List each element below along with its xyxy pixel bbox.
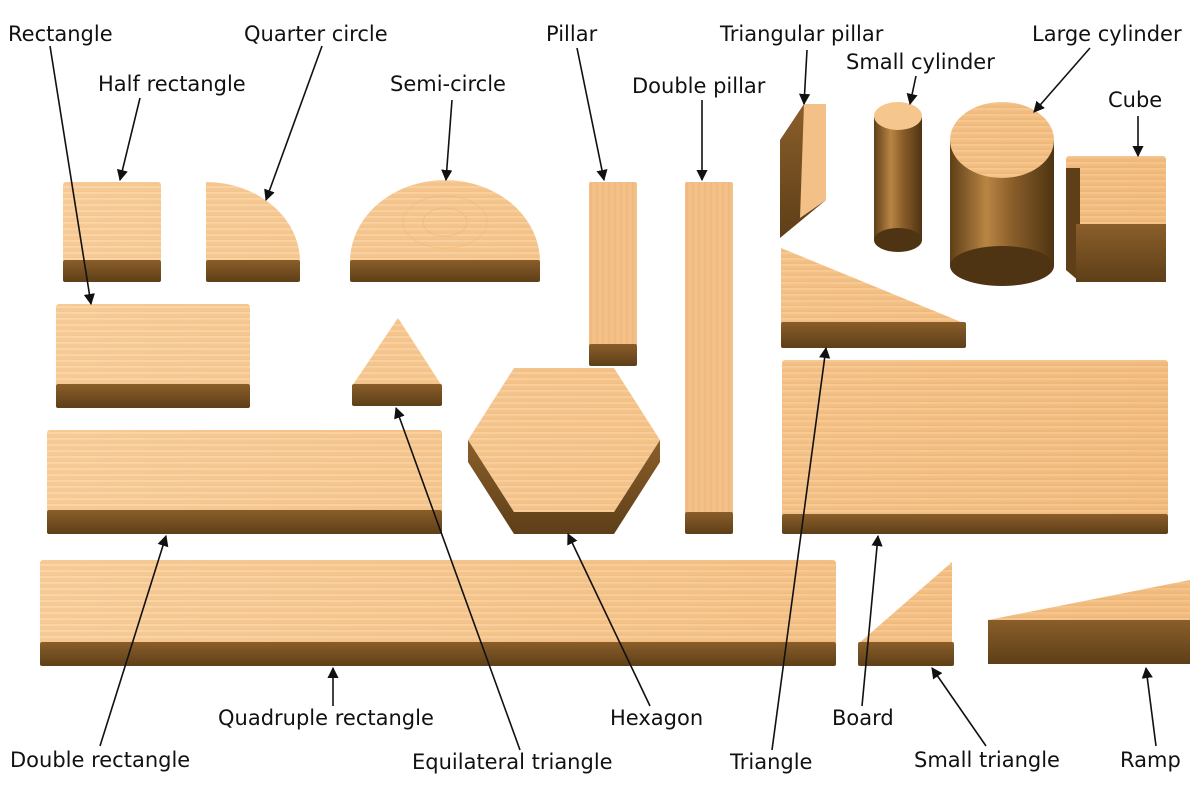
label-ramp: Ramp [1120,748,1181,772]
label-board: Board [832,706,894,730]
arrow-triangle [771,346,831,751]
double-rectangle-block [47,430,442,534]
label-double-rectangle: Double rectangle [10,748,191,772]
rectangle-block [56,304,250,408]
half-rectangle-block [63,182,161,282]
leader-arrows [49,45,1157,751]
arrow-semi-circle [441,99,453,182]
label-quadruple-rectangle: Quadruple rectangle [218,706,434,730]
arrow-small-triangle [931,667,987,747]
arrow-pillar [576,47,608,182]
label-quarter-circle: Quarter circle [244,22,388,46]
arrow-hexagon [567,532,651,707]
label-triangle: Triangle [730,750,813,774]
quarter-circle-block [206,182,300,282]
small-triangle-block [858,562,954,666]
large-cylinder-block [950,102,1054,286]
label-small-triangle: Small triangle [914,748,1060,772]
arrow-small-cylinder [906,75,918,106]
cube-block [1066,156,1166,282]
arrow-double-rectangle [99,534,169,747]
arrow-half-rectangle [116,97,141,182]
arrow-equilateral-triangle [394,406,521,751]
arrow-rectangle [49,45,95,306]
label-small-cylinder: Small cylinder [846,50,995,74]
ramp-block [988,580,1190,664]
label-half-rectangle: Half rectangle [98,72,246,96]
hexagon-block [468,368,660,534]
triangle-block [781,248,966,348]
label-cube: Cube [1108,88,1163,112]
arrow-triangular-pillar [798,49,811,106]
semi-circle-block [350,180,540,282]
board-block [782,360,1168,534]
arrow-large-cylinder [1033,47,1091,113]
small-cylinder-block [874,102,922,252]
triangular-pillar-block [780,104,826,238]
arrow-ramp [1141,666,1157,747]
arrow-board [861,534,883,707]
label-rectangle: Rectangle [8,22,113,46]
quadruple-rectangle-block [40,560,836,666]
label-hexagon: Hexagon [610,706,704,730]
label-large-cylinder: Large cylinder [1032,22,1182,46]
pillar-block [589,182,637,366]
equilateral-triangle-block [352,318,442,406]
double-pillar-block [685,182,733,534]
label-equilateral-triangle: Equilateral triangle [412,750,613,774]
arrow-quarter-circle [264,45,323,202]
label-pillar: Pillar [546,22,598,46]
label-double-pillar: Double pillar [632,74,766,98]
label-semi-circle: Semi-circle [390,72,506,96]
label-triangular-pillar: Triangular pillar [720,22,884,46]
